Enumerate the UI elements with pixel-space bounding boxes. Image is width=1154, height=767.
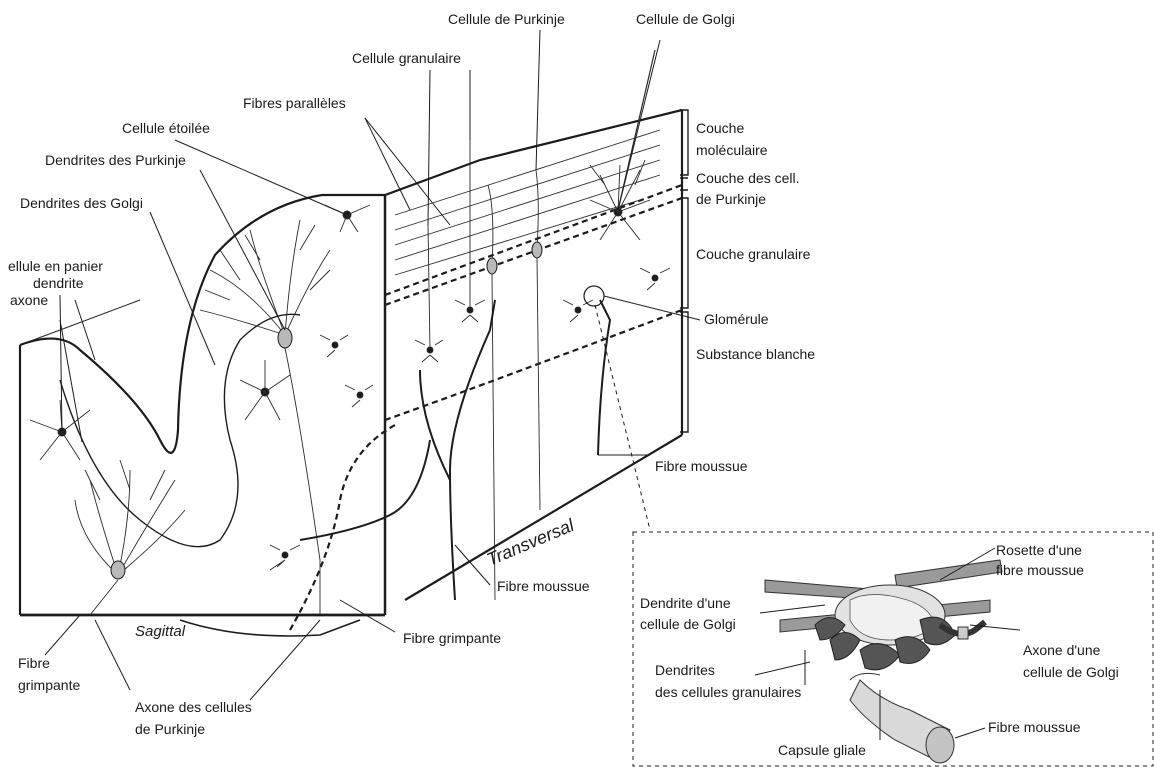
mossy-fibers xyxy=(300,300,610,600)
cortex-block-outline xyxy=(20,110,682,615)
inset-mossy-fiber-label: Fibre moussue xyxy=(988,719,1081,735)
golgi-axon-label-1: Axone d'une xyxy=(1023,642,1101,658)
purkinje-dendrites-label: Dendrites des Purkinje xyxy=(45,152,186,168)
granule-dendrites-label-2: des cellules granulaires xyxy=(655,684,801,700)
sagittal-inner-boundary xyxy=(60,314,300,546)
granule-dendrites-label-1: Dendrites xyxy=(655,662,715,678)
molecular-layer-label-1: Couche xyxy=(696,120,744,136)
granular-layer-label: Couche granulaire xyxy=(696,246,811,262)
purkinje-cell-sagittal xyxy=(75,220,330,615)
climbing-fiber-left-label-1: Fibre xyxy=(18,655,50,671)
rosette-label-2: fibre moussue xyxy=(996,562,1084,578)
purkinje-axon-label-1: Axone des cellules xyxy=(135,699,252,715)
white-matter-label: Substance blanche xyxy=(696,346,815,362)
stellate-cell-label: Cellule étoilée xyxy=(122,120,210,136)
purkinje-layer-label-2: de Purkinje xyxy=(696,191,766,207)
golgi-dendrites-label: Dendrites des Golgi xyxy=(20,195,143,211)
basket-axon-label: axone xyxy=(10,292,48,308)
basket-cell-label: ellule en panier xyxy=(8,258,103,274)
climbing-fiber-left-label-2: grimpante xyxy=(18,677,80,693)
glomerulus-marker xyxy=(584,286,604,306)
purkinje-layer-label-1: Couche des cell. xyxy=(696,170,800,186)
glomerulus-label: Glomérule xyxy=(704,311,769,327)
transversal-label: Transversal xyxy=(484,515,578,570)
granule-cells xyxy=(270,140,670,570)
rosette-label-1: Rosette d'une xyxy=(996,542,1082,558)
parallel-fibers-label: Fibres parallèles xyxy=(243,95,346,111)
molecular-layer-label-2: moléculaire xyxy=(696,142,768,158)
layer-boundaries xyxy=(290,185,682,630)
basket-dendrite-label: dendrite xyxy=(33,275,84,291)
inset-golgi-dendrite-label-2: cellule de Golgi xyxy=(640,616,736,632)
granule-cell-label: Cellule granulaire xyxy=(352,50,461,66)
mossy-fiber-lower-label: Fibre moussue xyxy=(497,578,590,594)
golgi-axon-label-2: cellule de Golgi xyxy=(1023,664,1119,680)
climbing-fiber-label: Fibre grimpante xyxy=(403,630,501,646)
golgi-cell-drawing xyxy=(590,50,655,240)
mossy-fiber-right-label: Fibre moussue xyxy=(655,458,748,474)
sagittal-label: Sagittal xyxy=(135,623,186,640)
golgi-cell-label: Cellule de Golgi xyxy=(636,11,735,27)
glial-capsule-label: Capsule gliale xyxy=(778,742,866,758)
purkinje-axon-label-2: de Purkinje xyxy=(135,721,205,737)
purkinje-cell-label: Cellule de Purkinje xyxy=(448,11,565,27)
inset-golgi-dendrite-label-1: Dendrite d'une xyxy=(640,595,731,611)
